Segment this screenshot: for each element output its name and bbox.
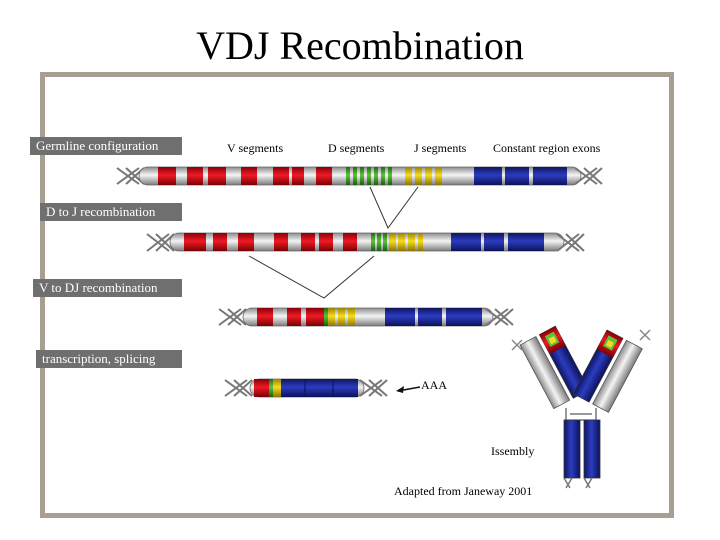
- dj-dna: [146, 232, 585, 252]
- constant-exons: [474, 167, 567, 185]
- mrna-transcript: [224, 378, 421, 398]
- constant-exons: [385, 308, 482, 326]
- c-exon: [281, 379, 358, 397]
- page-title: VDJ Recombination: [196, 23, 524, 68]
- v-segment: [287, 308, 301, 326]
- v-segments-label: V segments: [227, 141, 284, 155]
- constant-exons: [451, 233, 544, 251]
- v-segment: [316, 167, 332, 185]
- step-label-d-to-j: D to J recombination: [40, 203, 182, 221]
- j-segment: [338, 308, 345, 326]
- polyA-label: AAA: [421, 378, 447, 392]
- v-segment: [273, 167, 289, 185]
- v-segment: [343, 233, 357, 251]
- j-segments-cluster: [405, 167, 442, 185]
- v-segment: [301, 233, 315, 251]
- dna-helix-end-left: [146, 233, 175, 252]
- v-segment: [213, 233, 227, 251]
- v-segment: [187, 167, 203, 185]
- v-segment: [292, 167, 304, 185]
- credit-label: Adapted from Janeway 2001: [394, 484, 533, 498]
- v-segment: [319, 233, 333, 251]
- germline-dna: [116, 166, 603, 186]
- j-segment: [348, 308, 355, 326]
- step-label-transcription: transcription, splicing: [36, 350, 182, 368]
- dna-backbone: [169, 232, 565, 252]
- constant-exons-label: Constant region exons: [493, 141, 601, 155]
- d-segments-cluster: [346, 167, 392, 185]
- v-segment: [257, 308, 273, 326]
- j-segments-cluster: [398, 233, 423, 251]
- dna-helix-end-right: [556, 233, 585, 252]
- dj-join-lines: [369, 186, 419, 229]
- v-segment: [158, 167, 176, 185]
- v-segment: [241, 167, 257, 185]
- d-exon: [269, 379, 273, 397]
- d-segments-cluster: [371, 233, 387, 251]
- dna-helix-end-right: [574, 167, 603, 185]
- step-label-germline: Germline configuration: [30, 137, 182, 155]
- dna-helix-end-left: [116, 167, 145, 185]
- rna-end-left: [224, 379, 253, 397]
- d-segments-label: D segments: [328, 141, 385, 155]
- j-exon: [273, 379, 281, 397]
- v-segment: [208, 167, 226, 185]
- vdj-dna: [218, 307, 514, 327]
- v-exon: [254, 379, 269, 397]
- v-segment: [274, 233, 288, 251]
- dj-joined-segment: [389, 233, 396, 251]
- v-segment: [184, 233, 206, 251]
- dna-helix-end-right: [485, 308, 514, 326]
- j-segments-label: J segments: [414, 141, 467, 155]
- antibody-illustration: [511, 325, 651, 489]
- rna-end-right: [359, 379, 388, 397]
- assembly-label: Issembly: [491, 444, 535, 458]
- v-segment: [238, 233, 254, 251]
- j-segment: [328, 308, 335, 326]
- v-segment: [306, 308, 324, 326]
- step-label-v-to-dj: V to DJ recombination: [33, 279, 182, 297]
- vdj-join-lines: [248, 255, 375, 299]
- d-segment: [324, 308, 328, 326]
- dna-helix-end-left: [218, 308, 247, 326]
